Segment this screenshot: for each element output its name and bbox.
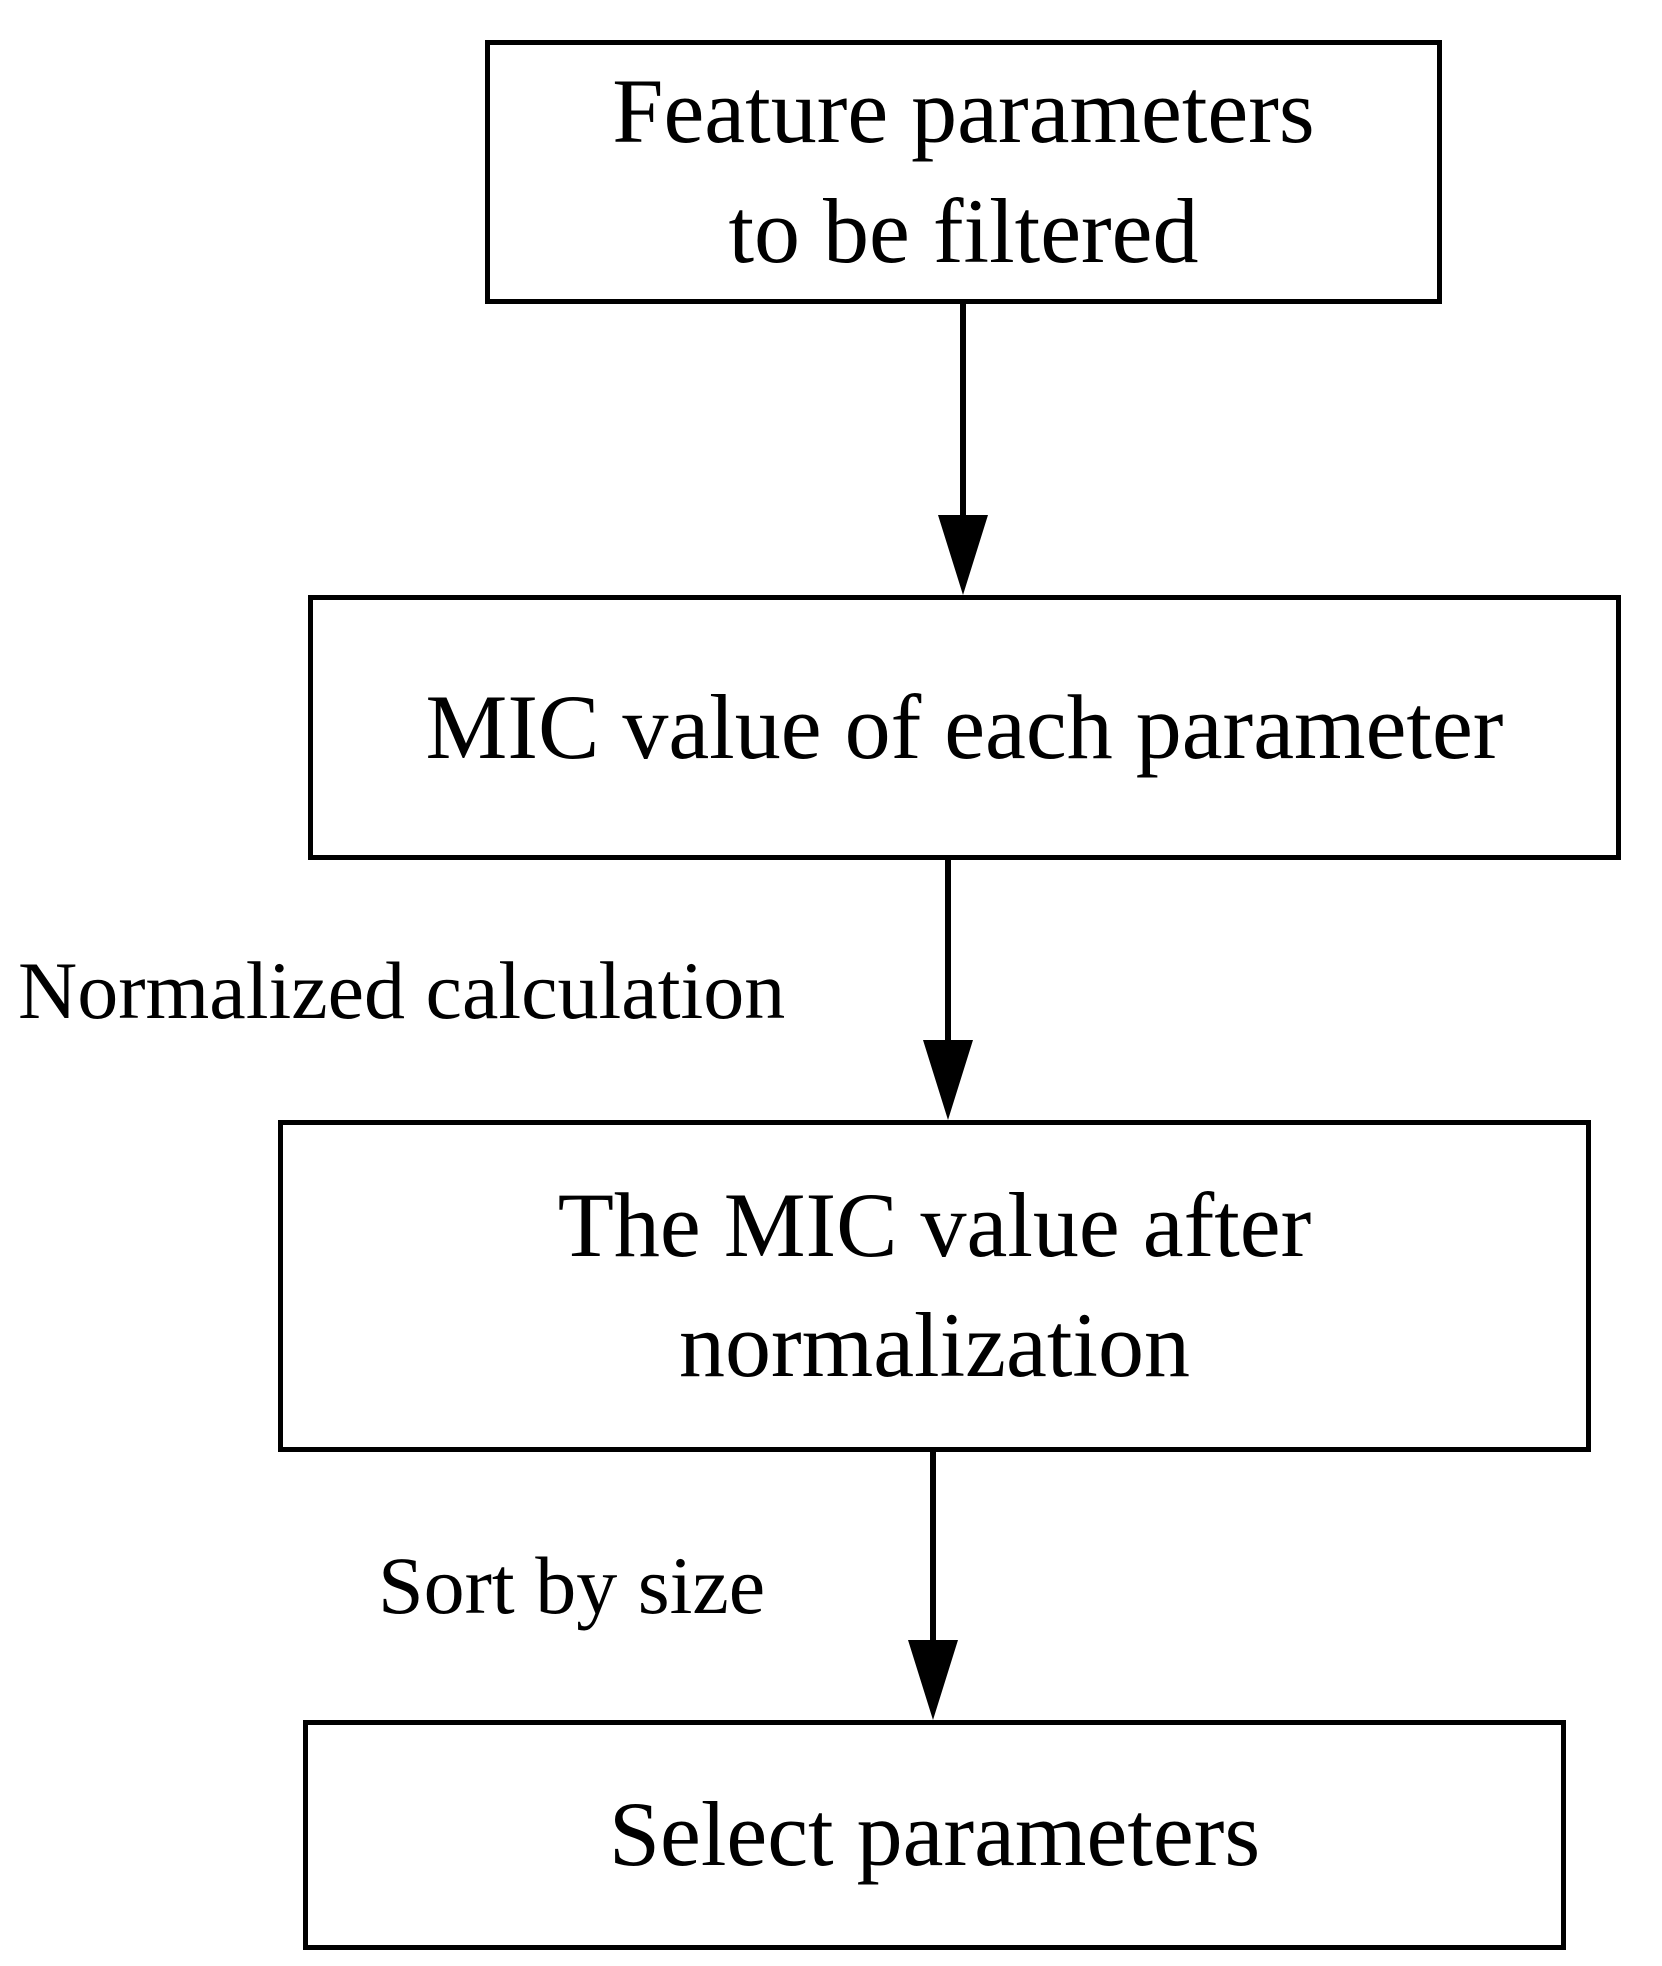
node-mic-normalized: The MIC value after normalization xyxy=(278,1120,1591,1452)
arrow-normalized-to-select xyxy=(908,1452,958,1720)
node-text-line: Feature parameters xyxy=(612,60,1315,163)
node-text-line: normalization xyxy=(679,1294,1190,1396)
edge-label-normalized-calculation: Normalized calculation xyxy=(18,945,786,1036)
node-text-line: Select parameters xyxy=(608,1783,1261,1886)
node-feature-parameters: Feature parameters to be filtered xyxy=(485,40,1442,304)
arrow-mic-to-normalized xyxy=(923,860,973,1120)
node-select-parameters: Select parameters xyxy=(303,1720,1566,1950)
edge-label-sort-by-size: Sort by size xyxy=(378,1540,766,1631)
arrow-feature-to-mic xyxy=(938,304,988,595)
node-text-line: The MIC value after xyxy=(557,1174,1312,1277)
node-text-line: to be filtered xyxy=(728,180,1199,282)
node-text-line: MIC value of each parameter xyxy=(425,675,1504,778)
node-mic-value: MIC value of each parameter xyxy=(308,595,1621,860)
